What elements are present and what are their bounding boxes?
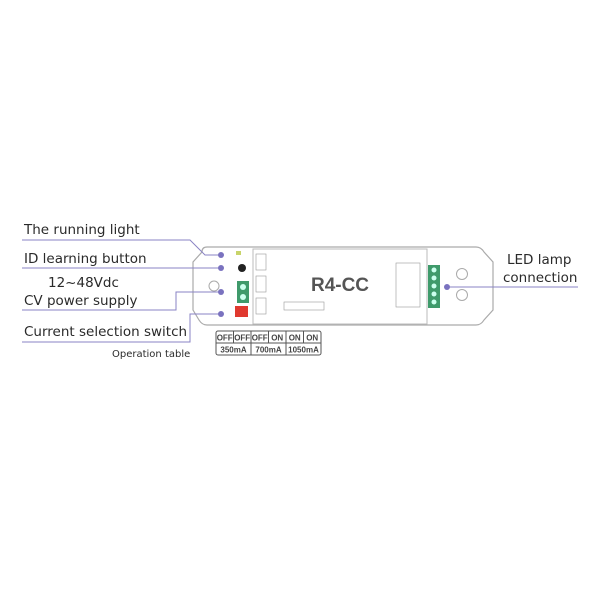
- label-led-lamp: LED lamp: [507, 252, 571, 268]
- terminal-screw: [431, 299, 437, 305]
- switch-state: OFF: [252, 334, 268, 343]
- terminal-screw: [431, 267, 437, 273]
- label-running-light: The running light: [23, 222, 140, 238]
- callout-dots: [218, 252, 450, 317]
- printed-label-box: [283, 301, 325, 311]
- switch-state: OFF: [234, 334, 250, 343]
- mounting-hole: [456, 289, 468, 301]
- printed-label-box: [255, 297, 267, 315]
- terminal-screw: [240, 294, 246, 300]
- model-name: R4-CC: [311, 275, 369, 296]
- printed-label-box: [255, 253, 267, 271]
- printed-label-box: [255, 275, 267, 293]
- label-power-supply: CV power supply: [24, 293, 137, 309]
- terminal-screw: [240, 284, 246, 290]
- callout-lines: [22, 239, 578, 343]
- switch-state: ON: [289, 334, 301, 343]
- operation-table: OFF OFF OFF ON ON ON 350mA 700mA 1050mA: [215, 330, 322, 356]
- current-value: 700mA: [255, 346, 281, 355]
- device-body: R4-CC: [192, 246, 494, 326]
- label-current-selection-switch: Current selection switch: [24, 324, 187, 340]
- terminal-screw: [431, 291, 437, 297]
- label-operation-table: Operation table: [112, 349, 190, 360]
- label-voltage: 12~48Vdc: [48, 275, 119, 291]
- terminal-screw: [431, 283, 437, 289]
- current-value: 1050mA: [288, 346, 319, 355]
- main-panel: [252, 248, 428, 325]
- terminal-screw: [431, 275, 437, 281]
- dip-switch: [235, 306, 248, 317]
- current-value: 350mA: [220, 346, 246, 355]
- power-terminal: [237, 281, 249, 303]
- id-learning-button-shape: [238, 264, 246, 272]
- switch-state: OFF: [217, 334, 233, 343]
- output-label-table: [395, 262, 421, 308]
- mounting-hole: [208, 280, 220, 292]
- mounting-hole: [456, 268, 468, 280]
- running-light-led: [236, 251, 241, 255]
- label-id-learning-button: ID learning button: [24, 251, 147, 267]
- switch-state: ON: [306, 334, 318, 343]
- switch-state: ON: [271, 334, 283, 343]
- label-led-connection: connection: [503, 270, 577, 286]
